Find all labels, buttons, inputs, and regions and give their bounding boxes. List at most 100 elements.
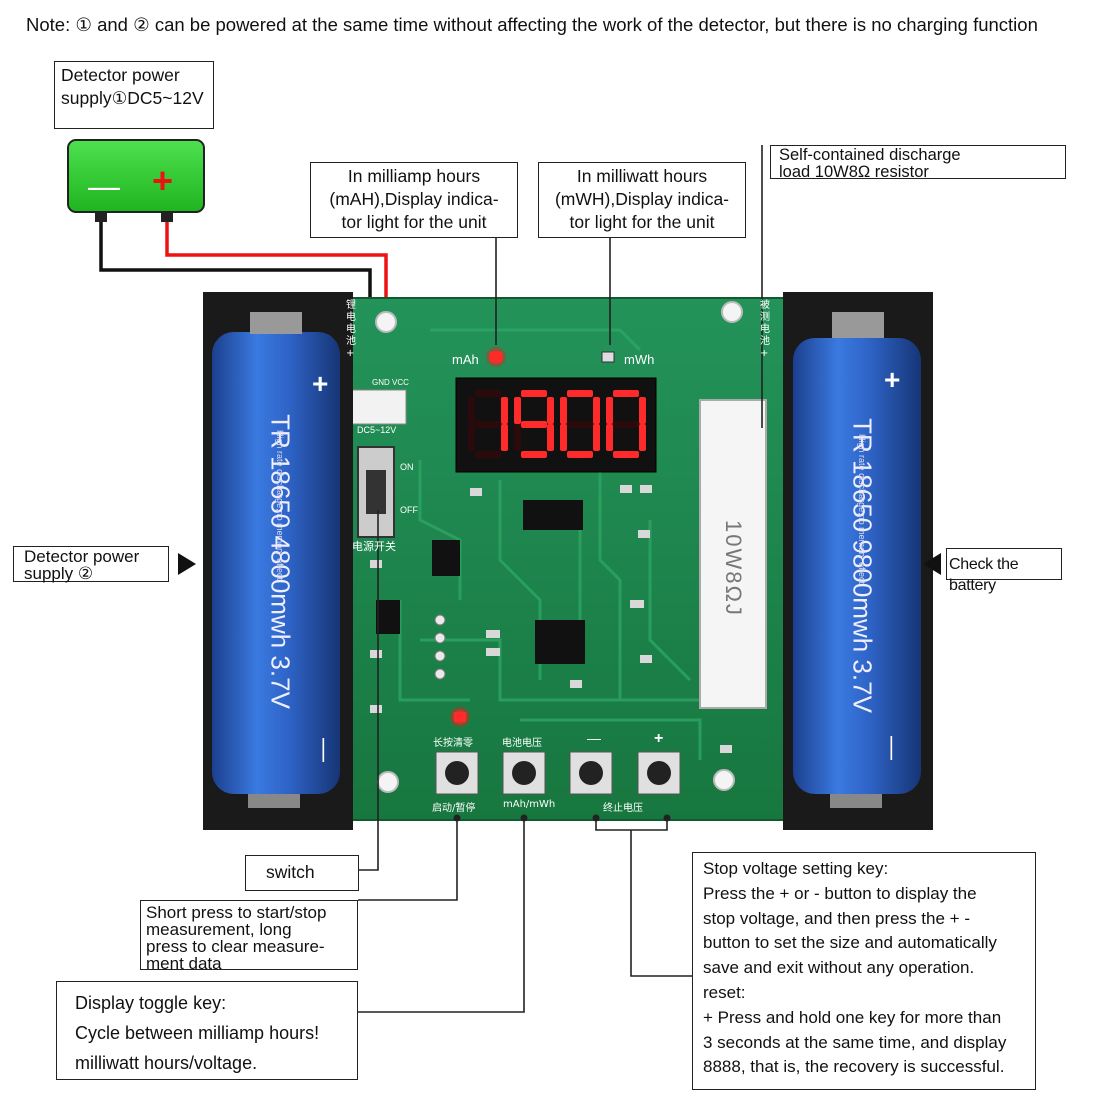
led-segment xyxy=(567,390,593,397)
led-segment xyxy=(521,390,547,397)
callout-line: + Press and hold one key for more than xyxy=(703,1007,1002,1027)
mah-label: mAh xyxy=(452,352,479,367)
supply-plus-label: + xyxy=(152,160,174,201)
callout-line: tor light for the unit xyxy=(341,212,487,233)
callout-line: 3 seconds at the same time, and display xyxy=(703,1032,1007,1052)
led-segment xyxy=(639,424,646,451)
ic-chip xyxy=(535,620,585,664)
callout-line: reset: xyxy=(703,982,746,1002)
callout-line: (mWH),Display indica- xyxy=(554,189,730,210)
connector-icon xyxy=(350,389,407,425)
led-segment xyxy=(521,451,547,458)
btn34-bottom-label: 终止电压 xyxy=(603,803,643,814)
callout-display-toggle: Display toggle key: Cycle between millia… xyxy=(56,981,358,1080)
btn1-bottom-label: 启动/暂停 xyxy=(432,803,476,814)
callout-line: load 10W8Ω resistor xyxy=(779,162,929,181)
note-text: Note: ① and ② can be powered at the same… xyxy=(26,14,1038,35)
led-segment xyxy=(567,420,593,428)
supply-minus-label: — xyxy=(88,168,120,204)
callout-line: tor light for the unit xyxy=(569,212,715,233)
led-segment xyxy=(501,424,508,451)
mwh-label: mWh xyxy=(624,352,655,367)
ic-chip xyxy=(432,540,460,576)
led-segment xyxy=(606,397,613,424)
mwh-led-icon xyxy=(601,351,615,363)
battery-left-icon xyxy=(212,332,340,794)
arrow-left-icon xyxy=(923,553,941,575)
battery-left-plus: + xyxy=(312,368,329,399)
battery-holder-left xyxy=(203,292,353,830)
ic-chip xyxy=(376,600,400,634)
led-segment xyxy=(514,424,521,451)
callout-mwh: In milliwatt hours (mWH),Display indica-… xyxy=(538,162,746,238)
side-right-cn-label: 被测电池+ xyxy=(760,300,770,359)
callout-load: Self-contained discharge load 10W8Ω resi… xyxy=(770,145,1066,181)
header-pins xyxy=(434,614,446,680)
callout-line: ment data xyxy=(146,954,222,973)
battery-left-minus: — xyxy=(311,738,338,762)
callout-line: (mAH),Display indica- xyxy=(329,189,499,210)
led-segment xyxy=(593,397,600,424)
callout-short-press: Short press to start/stop measurement, l… xyxy=(140,900,358,973)
ic-chip xyxy=(523,500,583,530)
led-segment xyxy=(547,424,554,451)
callout-supply-2: Detector power supply ② xyxy=(13,546,169,582)
led-digit xyxy=(468,390,508,458)
led-digit xyxy=(606,390,646,458)
led-segment xyxy=(475,390,501,397)
callout-line: In milliamp hours xyxy=(347,166,481,186)
callout-line: milliwatt hours/voltage. xyxy=(75,1053,258,1073)
callout-line: save and exit without any operation. xyxy=(703,958,975,978)
vcc-label: VCC xyxy=(392,378,409,387)
callout-line: supply ② xyxy=(24,564,94,583)
led-segment xyxy=(468,424,475,451)
battery-holder-right xyxy=(783,292,933,830)
led-segment xyxy=(560,397,567,424)
arrow-right-icon xyxy=(178,553,196,575)
callout-line: button to set the size and automatically xyxy=(703,933,997,953)
callout-stop-voltage: Stop voltage setting key: Press the + or… xyxy=(692,852,1036,1090)
battery-right-plus: + xyxy=(884,364,901,395)
callout-line: stop voltage, and then press the + - xyxy=(703,908,970,928)
led-segment xyxy=(475,451,501,458)
switch-knob xyxy=(366,470,386,514)
off-label: OFF xyxy=(400,505,418,515)
callout-switch: switch xyxy=(245,855,359,891)
btn1-top-label: 长按清零 xyxy=(433,738,473,749)
switch-cn-label: 电源开关 xyxy=(352,541,396,553)
callout-line: Detector power xyxy=(61,65,180,85)
callout-line: In milliwatt hours xyxy=(576,166,708,186)
led-segment xyxy=(613,390,639,397)
callout-line: Detector power xyxy=(24,547,140,566)
resistor-label: 10W8ΩJ xyxy=(721,520,746,617)
callout-line: Display toggle key: xyxy=(75,993,227,1013)
led-segment xyxy=(613,420,639,428)
battery-right-icon xyxy=(793,338,921,794)
led-segment xyxy=(639,397,646,424)
resistor-icon xyxy=(699,399,767,709)
battery-left-small: High rate discharge,no memory effect xyxy=(275,430,285,580)
on-label: ON xyxy=(400,462,414,472)
led-segment xyxy=(475,420,501,428)
mounting-holes xyxy=(375,301,743,793)
leader-lines xyxy=(358,145,763,1013)
callout-mah: In milliamp hours (mAH),Display indica- … xyxy=(310,162,518,238)
led-digit xyxy=(560,390,600,458)
battery-right-small: High rate discharge,no memory effect xyxy=(857,434,867,584)
led-segment xyxy=(547,397,554,424)
led-digit xyxy=(514,390,554,458)
smd-parts xyxy=(370,485,732,753)
gnd-label: GND xyxy=(372,378,390,387)
led-segment xyxy=(468,397,475,424)
callout-line: 8888, that is, the recovery is successfu… xyxy=(703,1057,1005,1077)
callout-line: Cycle between milliamp hours! xyxy=(75,1023,320,1043)
led-segment xyxy=(514,397,521,424)
callout-supply-1: Detector power supply①DC5~12V xyxy=(54,61,214,129)
led-segment xyxy=(567,451,593,458)
callout-line: Short press to start/stop xyxy=(146,903,327,922)
battery-right-minus: — xyxy=(879,736,906,760)
side-left-cn-label: 锂电电池+ xyxy=(346,300,356,359)
callout-check-battery: Check the battery xyxy=(946,548,1062,594)
push-buttons xyxy=(435,751,681,795)
